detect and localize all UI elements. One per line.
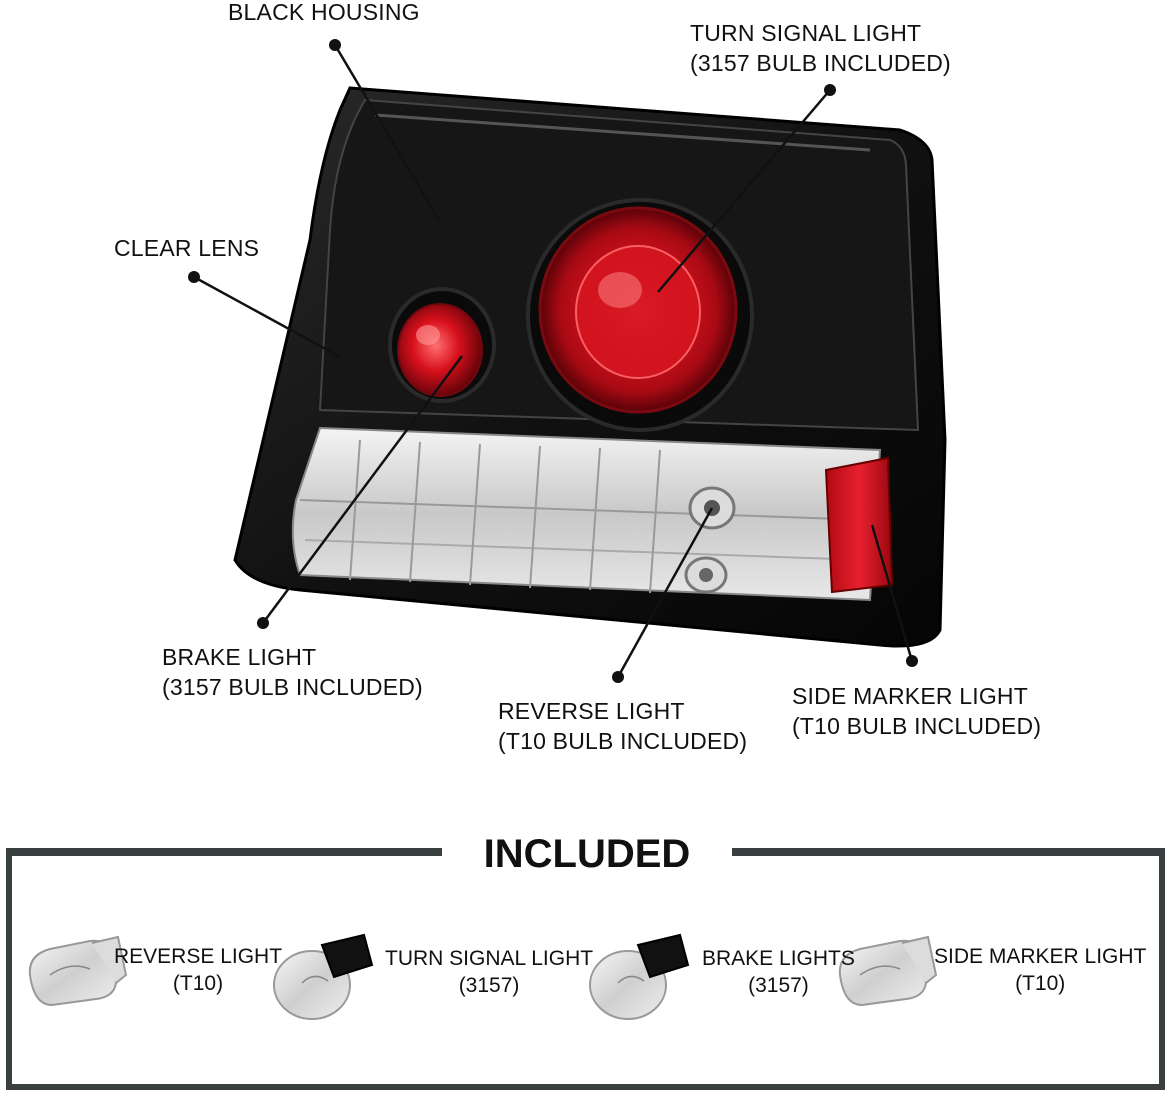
callout-side-marker: SIDE MARKER LIGHT (T10 BULB INCLUDED)	[792, 681, 1041, 741]
included-item-bulb: (T10)	[172, 972, 224, 995]
t10-bulb-icon	[28, 935, 128, 1007]
callout-black-housing: BLACK HOUSING	[228, 0, 420, 27]
callout-text: (T10 BULB INCLUDED)	[498, 728, 748, 754]
included-item-name: BRAKE LIGHTS	[702, 947, 855, 970]
callout-brake-light: BRAKE LIGHT (3157 BULB INCLUDED)	[162, 642, 423, 702]
included-item-turn-signal: TURN SIGNAL LIGHT (3157)	[385, 945, 593, 999]
callout-text: REVERSE LIGHT	[498, 698, 685, 724]
callout-text: CLEAR LENS	[114, 235, 260, 261]
turn-signal-lens	[526, 198, 754, 432]
included-item-reverse: REVERSE LIGHT (T10)	[114, 943, 282, 997]
3157-bulb-icon	[273, 933, 374, 1020]
callout-text: TURN SIGNAL LIGHT	[690, 20, 922, 46]
included-frame-top-left	[6, 848, 442, 856]
side-marker-lens	[824, 456, 894, 594]
t10-bulb-icon	[838, 935, 938, 1007]
callout-text: BLACK HOUSING	[228, 0, 420, 25]
included-item-bulb: (3157)	[458, 974, 520, 997]
callout-text: (3157 BULB INCLUDED)	[162, 674, 423, 700]
callout-text: BRAKE LIGHT	[162, 644, 317, 670]
brake-light-lens	[388, 287, 496, 403]
included-item-bulb: (T10)	[1015, 972, 1066, 995]
callout-text: (T10 BULB INCLUDED)	[792, 713, 1042, 739]
callout-text: SIDE MARKER LIGHT	[792, 683, 1028, 709]
callout-text: (3157 BULB INCLUDED)	[690, 50, 951, 76]
3157-bulb-icon	[589, 933, 690, 1020]
callout-clear-lens: CLEAR LENS	[114, 233, 259, 263]
included-frame	[6, 850, 1165, 1090]
included-item-name: SIDE MARKER LIGHT	[934, 945, 1147, 968]
callout-dots	[188, 39, 918, 683]
included-item-side-marker: SIDE MARKER LIGHT (T10)	[934, 943, 1146, 997]
included-item-name: TURN SIGNAL LIGHT	[385, 947, 594, 970]
clear-lens-section	[291, 426, 882, 602]
included-item-name: REVERSE LIGHT	[114, 945, 283, 968]
included-frame-top-right	[732, 848, 1165, 856]
included-item-bulb: (3157)	[748, 974, 809, 997]
callout-turn-signal: TURN SIGNAL LIGHT (3157 BULB INCLUDED)	[690, 18, 951, 78]
included-item-brake: BRAKE LIGHTS (3157)	[702, 945, 855, 999]
included-title: INCLUDED	[483, 832, 691, 876]
callout-reverse-light: REVERSE LIGHT (T10 BULB INCLUDED)	[498, 696, 747, 756]
callout-leaders	[193, 44, 914, 678]
